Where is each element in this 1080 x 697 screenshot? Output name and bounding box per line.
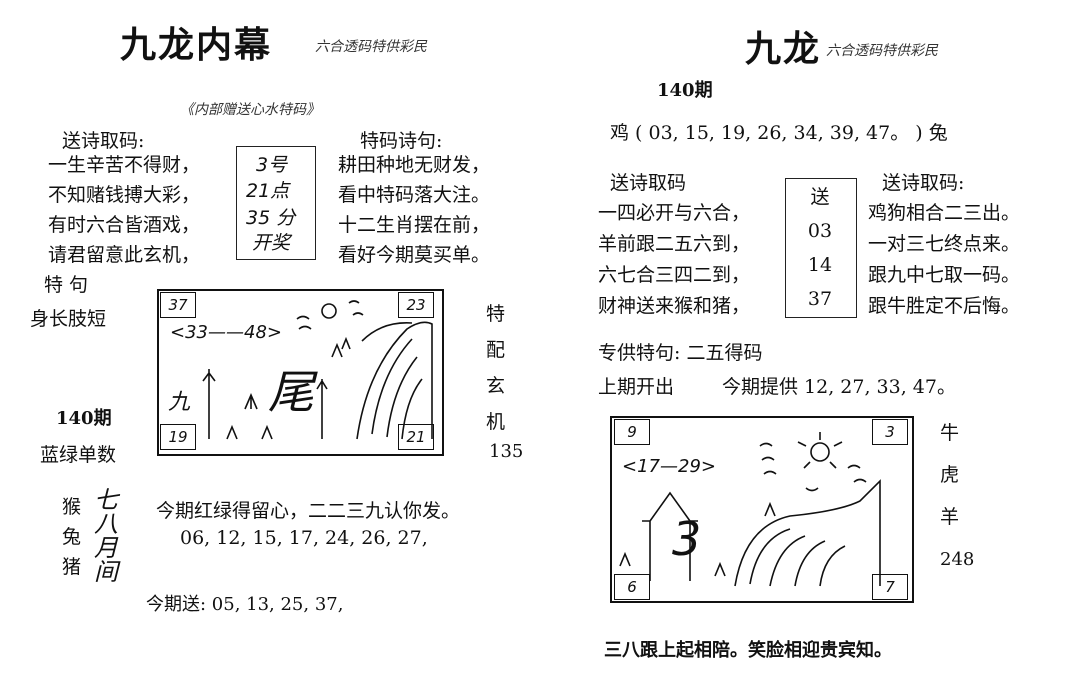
pic-corner-bl: 6	[614, 574, 650, 600]
right-poem-head-left: 送诗取码	[610, 172, 687, 194]
center-box-line: 37	[807, 288, 833, 310]
right-special-phrase: 专供特句: 二五得码	[598, 342, 763, 364]
right-center-box-content: 送 03 14 37	[785, 180, 855, 316]
right-poem-head-right: 送诗取码:	[882, 172, 965, 194]
right-picture-frame	[610, 416, 914, 603]
left-poem-left: 一生辛苦不得财， 不知赌钱搏大彩， 有时六合皆酒戏， 请君留意此玄机，	[48, 150, 200, 270]
zodiac-char: 兔	[62, 526, 82, 548]
left-poem-head-left: 送诗取码:	[62, 130, 145, 152]
pic-scribble-char: 尾	[268, 365, 314, 419]
center-box-line: 21点	[246, 180, 290, 202]
vertical-char: 玄	[486, 375, 506, 397]
right-right-number: 248	[940, 549, 975, 570]
pic-corner-tr: 23	[398, 292, 434, 318]
color-tip: 蓝绿单数	[40, 444, 117, 466]
poem-line: 鸡狗相合二三出。	[868, 202, 1021, 224]
poem-line: 跟牛胜定不后悔。	[868, 295, 1021, 317]
left-picture-frame	[157, 289, 444, 456]
vertical-char: 配	[486, 339, 506, 361]
pic-corner-br: 7	[872, 574, 908, 600]
month-char: 八	[94, 510, 118, 538]
left-subtitle: 六合透码特供彩民	[315, 39, 427, 55]
right-chicken-line: 鸡 ( 03, 15, 19, 26, 34, 39, 47。 ) 兔	[610, 122, 948, 144]
left-right-number: 135	[489, 441, 524, 462]
left-issue: 140期	[56, 408, 112, 429]
right-this-issue: 今期提供 12, 27, 33, 47。	[722, 376, 956, 398]
left-center-box	[236, 146, 316, 260]
vertical-char: 机	[486, 411, 506, 433]
right-picture-sketch	[619, 432, 881, 587]
zodiac-char: 羊	[940, 506, 960, 528]
special-phrase: 身长肢短	[30, 308, 107, 330]
poem-line: 看好今期莫买单。	[338, 244, 491, 266]
month-char: 间	[94, 558, 118, 586]
pic-scribble-char: 九	[168, 390, 191, 415]
left-poem-head-right: 特码诗句:	[360, 130, 443, 152]
left-send-line: 今期送: 05, 13, 25, 37,	[146, 594, 344, 615]
left-numbers: 06, 12, 15, 17, 24, 26, 27,	[180, 527, 428, 549]
right-poem-right: 鸡狗相合二三出。 一对三七终点来。 跟九中七取一码。 跟牛胜定不后悔。	[868, 198, 1020, 322]
pic-scribble-range: <33——48>	[170, 322, 282, 343]
center-box-line: 03	[807, 220, 833, 242]
left-title: 九龙内幕	[120, 24, 273, 66]
month-char: 月	[94, 534, 118, 562]
poem-line: 耕田种地无财发，	[338, 154, 491, 176]
poem-line: 一四必开与六合，	[598, 202, 751, 224]
poem-line: 请君留意此玄机，	[48, 244, 201, 266]
left-inner-note: 《内部赠送心水特码》	[180, 102, 320, 118]
left-line1: 今期红绿得留心，二二三九认你发。	[156, 500, 461, 522]
poem-line: 一对三七终点来。	[868, 233, 1021, 255]
center-box-line: 开奖	[252, 232, 291, 254]
left-right-vertical: 特 配 玄 机	[486, 296, 505, 440]
month-char: 七	[94, 486, 118, 514]
left-picture-sketch	[202, 300, 433, 440]
special-label: 特 句	[44, 274, 89, 296]
zodiac-char: 猪	[62, 556, 82, 578]
poem-line: 六七合三四二到，	[598, 264, 751, 286]
pic-corner-br: 21	[398, 424, 434, 450]
pic-corner-tr: 3	[872, 419, 908, 445]
zodiac-char: 虎	[940, 464, 960, 486]
right-subtitle: 六合透码特供彩民	[826, 43, 938, 59]
right-last-open: 上期开出	[598, 376, 675, 398]
vertical-char: 特	[486, 303, 506, 325]
center-box-line: 35 分	[246, 207, 296, 229]
left-poem-right: 耕田种地无财发， 看中特码落大注。 十二生肖摆在前， 看好今期莫买单。	[338, 150, 490, 270]
poem-line: 十二生肖摆在前，	[338, 214, 491, 236]
right-bottom-line: 三八跟上起相陪。笑脸相迎贵宾知。	[604, 640, 892, 661]
poem-line: 有时六合皆酒戏，	[48, 214, 201, 236]
poem-line: 不知赌钱搏大彩，	[48, 184, 201, 206]
right-center-box	[785, 178, 857, 318]
pic-corner-tl: 37	[160, 292, 196, 318]
zodiac-char: 牛	[940, 422, 960, 444]
right-issue: 140期	[657, 80, 713, 101]
poem-line: 财神送来猴和猪，	[598, 295, 751, 317]
poem-line: 羊前跟二五六到，	[598, 233, 751, 255]
right-title: 九龙	[745, 28, 822, 70]
right-poem-left: 一四必开与六合， 羊前跟二五六到， 六七合三四二到， 财神送来猴和猪，	[598, 198, 750, 322]
center-box-line: 送	[810, 186, 830, 208]
center-box-line: 3号	[256, 154, 288, 176]
poem-line: 看中特码落大注。	[338, 184, 491, 206]
pic-corner-bl: 19	[160, 424, 196, 450]
poem-line: 跟九中七取一码。	[868, 264, 1021, 286]
right-zodiac-vertical: 牛 虎 羊	[940, 412, 959, 538]
left-zodiac-vertical: 猴 兔 猪	[62, 492, 81, 582]
poem-line: 一生辛苦不得财，	[48, 154, 201, 176]
center-box-line: 14	[807, 254, 833, 276]
pic-scribble-range: <17—29>	[622, 456, 716, 477]
pic-corner-tl: 9	[614, 419, 650, 445]
left-month-vertical: 七 八 月 间	[94, 488, 118, 584]
zodiac-char: 猴	[62, 496, 82, 518]
